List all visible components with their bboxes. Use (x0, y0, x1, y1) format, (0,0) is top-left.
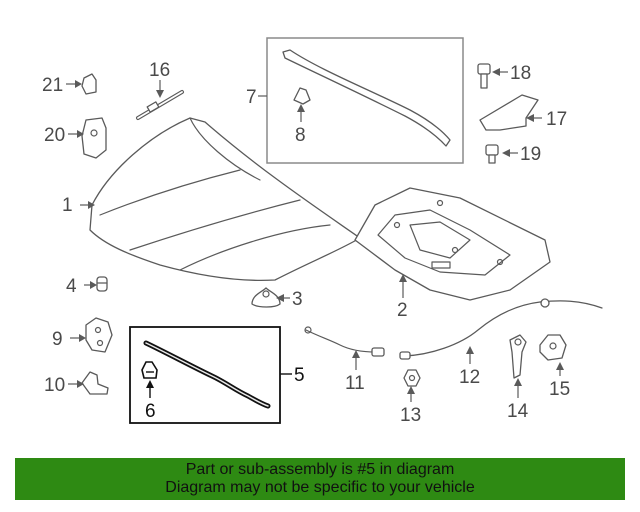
callout-20: 20 (44, 125, 65, 146)
insulator-part-2 (354, 187, 551, 301)
callout-11: 11 (345, 373, 365, 394)
latch-part-14 (509, 334, 527, 379)
callout-10: 10 (44, 375, 65, 396)
bumper-part-4 (96, 276, 108, 292)
callout-16: 16 (149, 60, 170, 81)
callout-15: 15 (549, 379, 570, 400)
callout-14: 14 (507, 401, 529, 422)
hood-part-1 (89, 117, 361, 281)
release-cable-part-11 (304, 326, 385, 357)
callout-3: 3 (292, 289, 303, 310)
banner-line-2: Diagram may not be specific to your vehi… (165, 479, 475, 496)
callout-12: 12 (459, 367, 480, 388)
callout-18: 18 (510, 63, 531, 84)
info-banner: Part or sub-assembly is #5 in diagram Di… (15, 458, 625, 500)
callout-8: 8 (295, 125, 306, 146)
prop-rod-part-16 (136, 90, 184, 120)
callout-19: 19 (520, 144, 541, 165)
callout-21: 21 (42, 75, 63, 96)
callout-17: 17 (546, 109, 567, 130)
group-box-7-8 (266, 37, 464, 164)
callout-6: 6 (145, 401, 156, 422)
callout-7: 7 (246, 87, 257, 108)
callout-13: 13 (400, 405, 421, 426)
banner-line-1: Part or sub-assembly is #5 in diagram (185, 461, 455, 478)
bracket-part-20 (81, 117, 107, 159)
bolt-part-18 (477, 63, 491, 89)
grommet-part-3 (251, 287, 281, 308)
seal-part-7 (282, 49, 451, 147)
hinge-part-9 (85, 317, 113, 353)
clip-part-13 (403, 369, 421, 387)
callout-labels: 1 2 3 4 5 6 7 8 9 10 11 12 13 14 15 16 1… (42, 60, 570, 426)
weatherstrip-part-5 (143, 340, 271, 409)
callout-2: 2 (397, 300, 408, 321)
latch-part-15 (539, 334, 567, 361)
release-cable-part-12 (399, 298, 603, 360)
callout-5: 5 (294, 365, 305, 386)
callout-4: 4 (66, 276, 77, 297)
bracket-part-17 (479, 94, 539, 131)
nut-part-21 (81, 73, 97, 95)
callout-1: 1 (62, 195, 73, 216)
highlight-box-5-6 (129, 326, 281, 424)
leader-lines (66, 68, 564, 402)
clip-part-6 (141, 361, 158, 379)
bolt-part-19 (485, 144, 499, 164)
bracket-part-10 (81, 371, 109, 395)
clip-part-8 (293, 87, 311, 105)
callout-9: 9 (52, 329, 63, 350)
